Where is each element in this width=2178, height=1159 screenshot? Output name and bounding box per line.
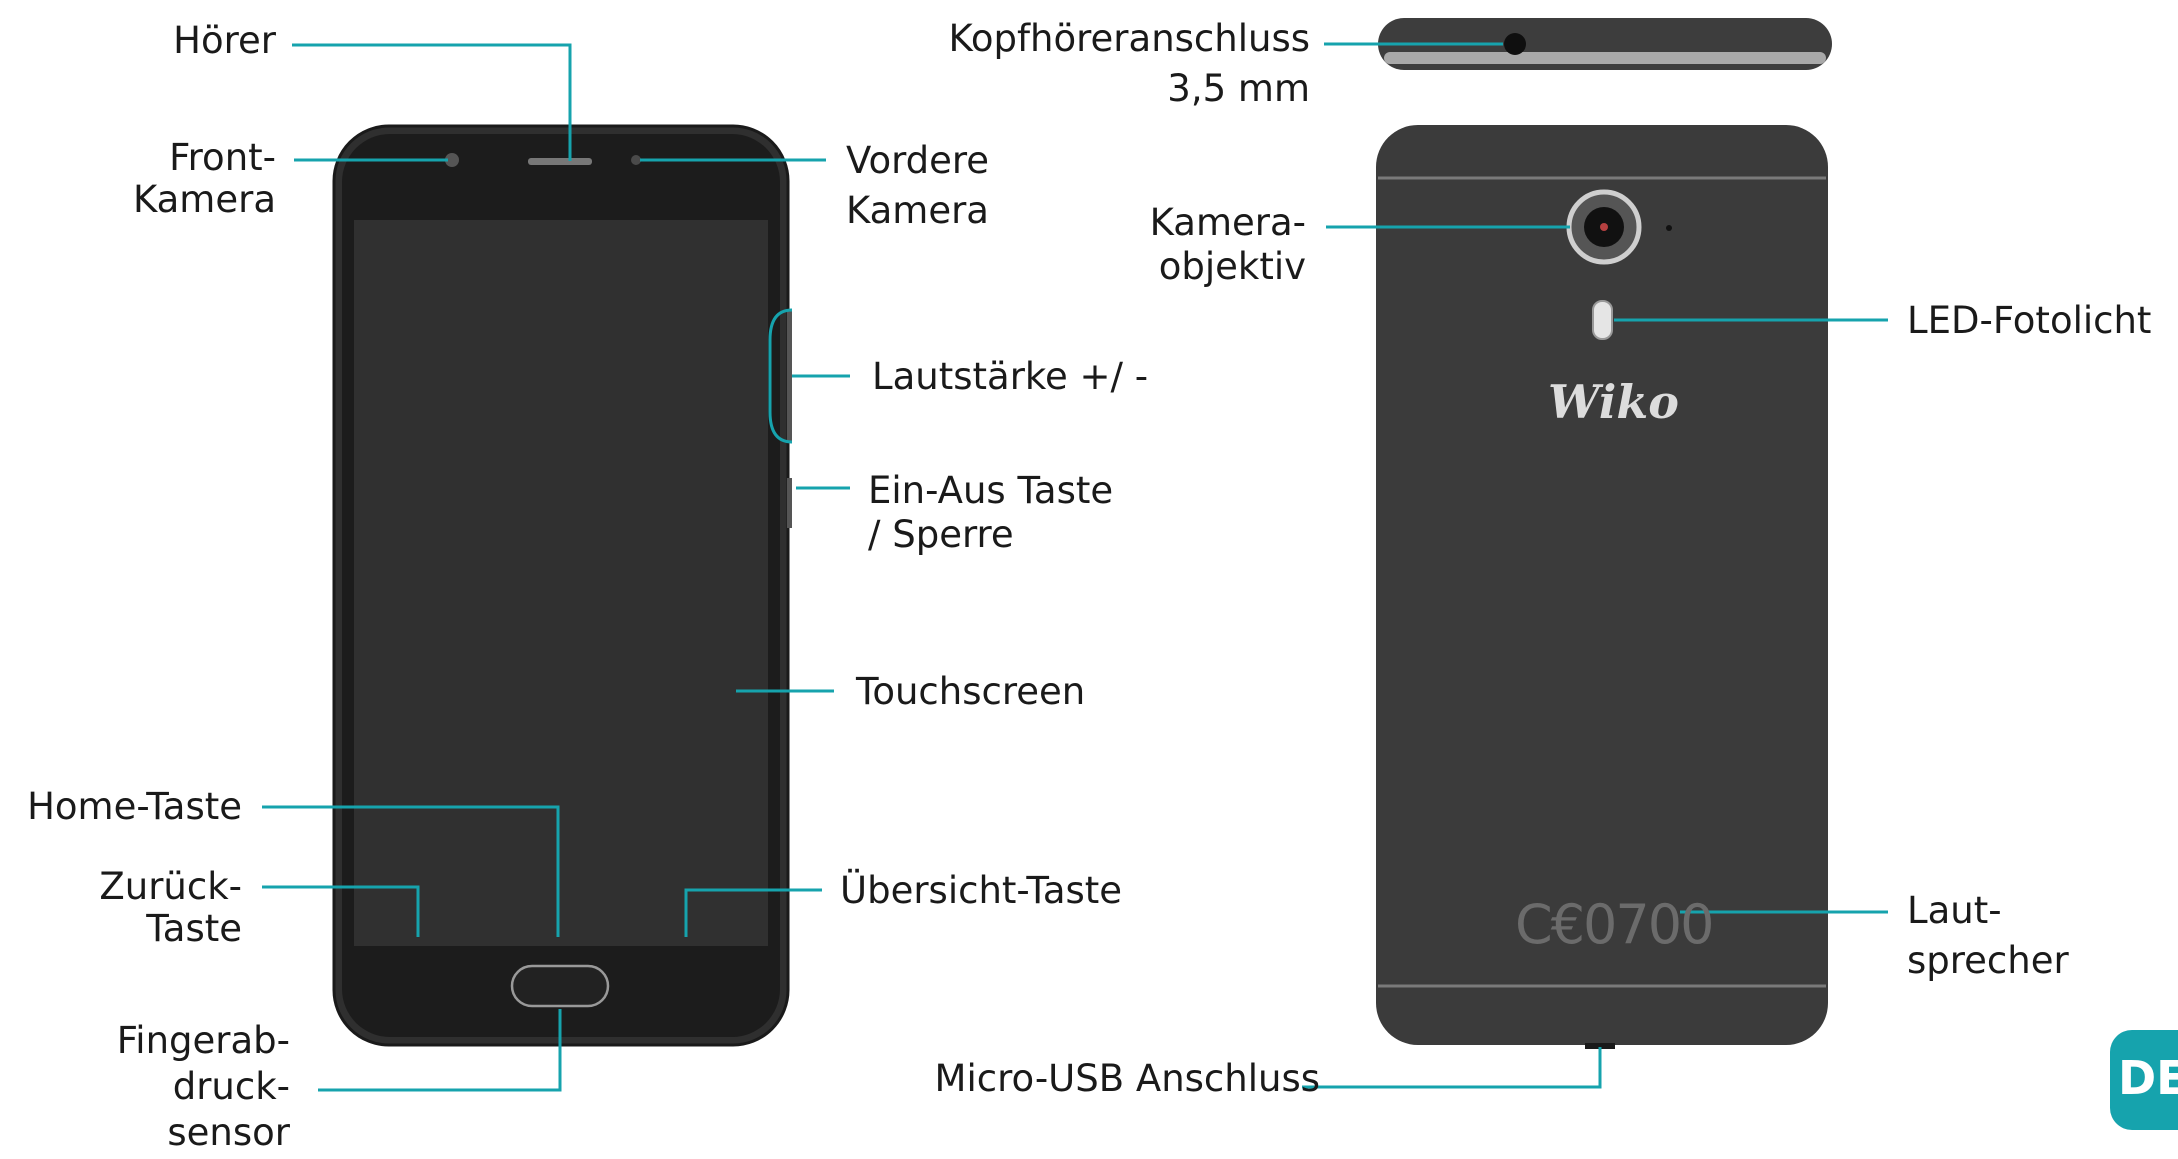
side-button-volume xyxy=(787,310,792,442)
leader-lines xyxy=(262,42,1888,1092)
mic-hole xyxy=(1666,225,1672,231)
label-fingerabdruck-line2: druck- xyxy=(172,1065,290,1108)
leader-micro-usb xyxy=(1302,1047,1602,1089)
touchscreen-area xyxy=(354,220,768,946)
language-badge-text: DE xyxy=(2118,1051,2178,1105)
label-kamera-objektiv-line1: Kamera- xyxy=(1149,201,1306,244)
leader-home-taste xyxy=(262,805,560,937)
back-body xyxy=(1376,125,1828,1045)
label-vordere-kamera-line1: Vordere xyxy=(846,139,990,182)
label-touchscreen: Touchscreen xyxy=(856,670,1086,713)
label-kopfhoerer-line1: Kopfhöreranschluss xyxy=(948,17,1310,60)
label-micro-usb: Micro-USB Anschluss xyxy=(934,1057,1320,1100)
label-zurueck-line1: Zurück- xyxy=(99,865,242,908)
camera-lens-glint xyxy=(1600,223,1608,231)
side-button-power xyxy=(787,478,792,528)
label-front-kamera-line2: Kamera xyxy=(133,178,276,221)
ce-mark: C€0700 xyxy=(1515,893,1714,956)
leader-uebersicht xyxy=(684,888,822,937)
label-ein-aus-line1: Ein-Aus Taste xyxy=(868,469,1114,512)
led-flash xyxy=(1592,300,1613,340)
leader-lautstaerke-bracket xyxy=(768,308,793,444)
label-fingerabdruck-line3: sensor xyxy=(167,1111,290,1154)
label-home-taste: Home-Taste xyxy=(27,785,242,828)
front-sensor-dot xyxy=(631,155,641,165)
label-uebersicht: Übersicht-Taste xyxy=(840,869,1123,912)
headphone-jack xyxy=(1504,33,1526,55)
leader-hoerer xyxy=(292,43,572,161)
language-badge: DE xyxy=(2110,1030,2178,1130)
brand-logo: Wiko xyxy=(1548,375,1679,429)
phone-back xyxy=(1376,125,1828,1049)
label-kopfhoerer-line2: 3,5 mm xyxy=(1167,67,1310,110)
label-lautsprecher-line2: sprecher xyxy=(1907,939,2069,982)
label-led-fotolicht: LED-Fotolicht xyxy=(1907,299,2152,342)
phone-top-edge xyxy=(1378,18,1832,70)
label-vordere-kamera-line2: Kamera xyxy=(846,189,989,232)
leader-fingerabdruck xyxy=(318,1009,562,1092)
leader-zurueck xyxy=(262,885,420,937)
label-zurueck-line2: Taste xyxy=(146,907,242,950)
label-lautsprecher-line1: Laut- xyxy=(1907,889,2002,932)
fingerprint-button xyxy=(510,964,610,1008)
label-lautstaerke: Lautstärke +/ - xyxy=(872,355,1149,398)
label-fingerabdruck-line1: Fingerab- xyxy=(116,1019,290,1062)
earpiece-grille xyxy=(528,158,592,165)
label-ein-aus-line2: / Sperre xyxy=(868,513,1014,556)
top-edge-highlight xyxy=(1384,52,1826,64)
label-hoerer: Hörer xyxy=(173,19,276,62)
label-front-kamera-line1: Front- xyxy=(169,136,276,179)
phone-front xyxy=(332,124,792,1047)
label-kamera-objektiv-line2: objektiv xyxy=(1158,245,1306,288)
front-camera-dot xyxy=(445,153,459,167)
usb-port xyxy=(1585,1043,1615,1049)
